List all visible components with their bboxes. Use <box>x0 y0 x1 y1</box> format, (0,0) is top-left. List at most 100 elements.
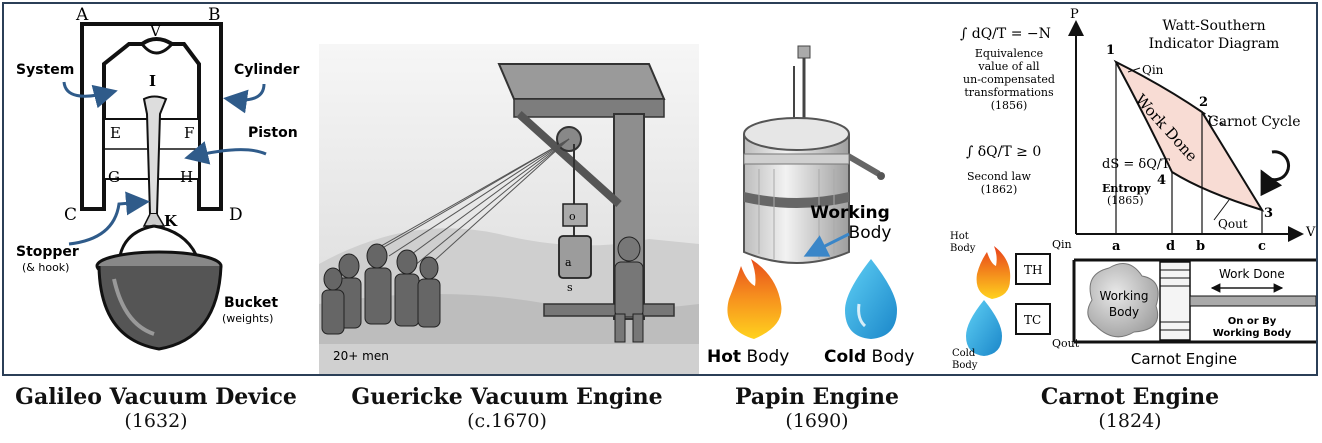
letter-o: o <box>569 210 576 223</box>
piston-label: Piston <box>248 125 298 141</box>
point-1: 1 <box>1106 43 1115 58</box>
diagram-title-2: Indicator Diagram <box>1149 36 1280 52</box>
letter-i: I <box>149 72 156 90</box>
guericke-year: (c.1670) <box>467 410 547 432</box>
system-arrow <box>62 81 118 109</box>
bucket-body <box>97 265 223 351</box>
qout-label: Qout <box>1218 217 1248 231</box>
piston-head <box>1159 261 1191 341</box>
point-2: 2 <box>1199 95 1208 110</box>
galileo-year: (1632) <box>124 410 188 432</box>
entropy-year: (1865) <box>1107 194 1144 207</box>
men-label: 20+ men <box>333 349 389 363</box>
axis-v-label: V <box>1305 225 1316 240</box>
bucket-note: (weights) <box>222 312 273 325</box>
guericke-illustration: o a s 2 <box>319 44 699 374</box>
engine-qin: Qin <box>1052 238 1072 251</box>
figure-frame: A V B I E F G H C D K System Cylinder Pi… <box>2 2 1318 376</box>
point-3: 3 <box>1264 206 1273 221</box>
galileo-caption: Galileo Vacuum Device (1632) <box>0 384 312 432</box>
galileo-illustration: A V B I E F G H C D K System Cylinder Pi… <box>16 5 299 351</box>
carnot-cycle-label: Carnot Cycle <box>1208 114 1301 130</box>
guericke-title: Guericke Vacuum Engine <box>351 384 663 410</box>
diagram-title-1: Watt-Southern <box>1162 18 1265 34</box>
working-arrow <box>803 232 850 257</box>
hot-body-label: Hot Body <box>707 347 789 367</box>
letter-c: C <box>64 205 77 225</box>
carnot-year: (1824) <box>1098 410 1162 432</box>
carnot-panel: ∫ dQ/T = −N Equivalence value of all un-… <box>944 4 1316 374</box>
top-beam <box>513 98 665 118</box>
equiv-line-4: transformations <box>964 86 1054 99</box>
axis-p-label: P <box>1070 7 1079 22</box>
cylinder-top <box>562 203 588 227</box>
cold-label-2: Body <box>952 360 978 371</box>
tick-d: d <box>1166 239 1175 254</box>
system-label: System <box>16 62 74 78</box>
cold-body-label: Cold Body <box>824 347 914 367</box>
tick-a: a <box>1112 239 1121 254</box>
th-label: TH <box>1024 263 1042 277</box>
working-label: Working <box>810 203 890 223</box>
letter-g: G <box>108 168 120 186</box>
cylinder-lid <box>743 117 850 151</box>
carnot-diagram: ∫ dQ/T = −N Equivalence value of all un-… <box>950 7 1316 371</box>
vent-notch <box>140 42 174 55</box>
letter-f: F <box>184 124 194 142</box>
papin-caption: Papin Engine (1690) <box>697 384 937 432</box>
formula-equivalence: ∫ dQ/T = −N <box>960 26 1051 42</box>
beam-roof <box>497 63 666 100</box>
tick-b: b <box>1196 239 1205 254</box>
guericke-caption: Guericke Vacuum Engine (c.1670) <box>317 384 697 432</box>
letter-a: A <box>75 5 89 25</box>
galileo-title: Galileo Vacuum Device <box>15 384 297 410</box>
equiv-line-2: value of all <box>977 60 1040 73</box>
hot-flame-icon <box>976 246 1011 299</box>
hot-label-1: Hot <box>950 231 969 242</box>
letter-h: H <box>180 168 193 186</box>
stopper-note: (& hook) <box>22 261 69 274</box>
papin-year: (1690) <box>785 410 849 432</box>
carnot-cycle-area <box>1113 59 1265 212</box>
th-box <box>1015 253 1051 285</box>
letter-d: D <box>229 205 243 225</box>
cylinder-body <box>558 235 592 279</box>
engine-work-done: Work Done <box>1219 267 1285 281</box>
tick-c: c <box>1258 239 1266 254</box>
working-label-1: Working <box>1100 289 1149 303</box>
carnot-title: Carnot Engine <box>1040 384 1220 410</box>
second-law-label: Second law <box>967 170 1032 183</box>
flame-icon <box>727 259 782 339</box>
equiv-line-3: un-compensated <box>963 73 1055 86</box>
water-drop-icon <box>845 259 897 339</box>
brace <box>516 111 622 207</box>
piston-rod <box>1189 295 1316 307</box>
formula-second-law: ∫ δQ/T ≥ 0 <box>966 144 1041 160</box>
piston-arrow <box>184 141 267 165</box>
letter-e: E <box>110 124 121 142</box>
letter-s: s <box>567 281 573 294</box>
letter-b: B <box>208 5 221 25</box>
letter-v: V <box>149 22 162 40</box>
cold-drop-icon <box>966 300 1002 356</box>
bucket-label: Bucket <box>224 295 278 311</box>
guericke-panel: o a s 2 <box>319 4 699 374</box>
carnot-caption: Carnot Engine (1824) <box>942 384 1318 432</box>
on-by-1: On or By <box>1228 316 1277 327</box>
papin-illustration: Working Body Hot Body Cold Body <box>707 45 914 367</box>
letter-a: a <box>565 256 572 269</box>
papin-title: Papin Engine <box>734 384 900 410</box>
point-4: 4 <box>1157 173 1166 188</box>
stopper-label: Stopper <box>16 244 79 260</box>
papin-panel: Working Body Hot Body Cold Body <box>699 4 939 374</box>
stopper-arrow <box>68 191 150 246</box>
cycle-direction-icon <box>1260 150 1291 197</box>
entropy-label: Entropy <box>1102 182 1151 195</box>
working-label-2: Body <box>1109 305 1139 319</box>
entropy-formula: dS = δQ/T <box>1102 157 1170 172</box>
on-by-2: Working Body <box>1213 328 1292 339</box>
cylinder-arrow <box>223 83 266 114</box>
hot-label-2: Body <box>950 243 976 254</box>
cylinder-label: Cylinder <box>234 62 299 78</box>
carnot-engine-label: Carnot Engine <box>1131 350 1237 368</box>
